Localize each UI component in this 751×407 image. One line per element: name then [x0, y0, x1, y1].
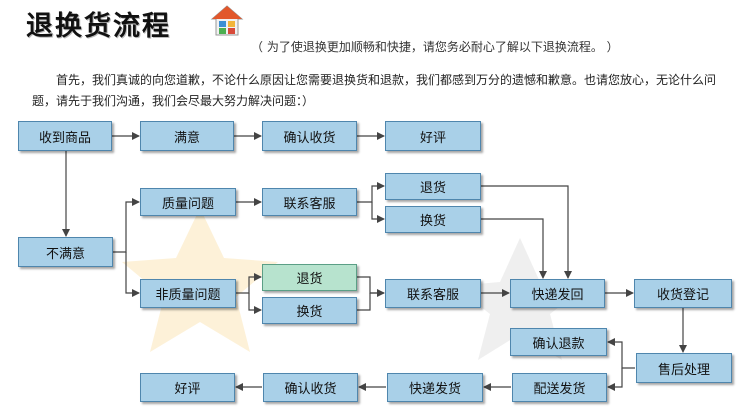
node-exchange-a: 换货 — [385, 206, 481, 233]
node-good-review-bottom: 好评 — [140, 373, 235, 402]
node-after-sales: 售后处理 — [636, 353, 732, 383]
node-delivery-ship: 配送发货 — [512, 373, 607, 402]
node-return-b: 退货 — [262, 264, 357, 291]
node-satisfied: 满意 — [140, 121, 234, 151]
node-receive-goods: 收到商品 — [18, 121, 112, 151]
node-receipt-register: 收货登记 — [634, 279, 732, 308]
node-confirm-receipt-bottom: 确认收货 — [263, 373, 358, 402]
node-non-quality-issue: 非质量问题 — [140, 279, 236, 308]
node-quality-issue: 质量问题 — [140, 188, 236, 216]
node-contact-service-b: 联系客服 — [385, 279, 481, 308]
node-not-satisfied: 不满意 — [18, 237, 113, 267]
node-contact-service-a: 联系客服 — [262, 188, 357, 216]
node-return-a: 退货 — [385, 173, 481, 200]
node-express-return: 快递发回 — [510, 279, 605, 308]
node-express-ship: 快递发货 — [387, 373, 483, 402]
node-good-review-top: 好评 — [385, 121, 481, 151]
node-confirm-receipt-top: 确认收货 — [262, 121, 357, 151]
node-exchange-b: 换货 — [262, 297, 357, 324]
node-confirm-refund: 确认退款 — [510, 328, 607, 356]
